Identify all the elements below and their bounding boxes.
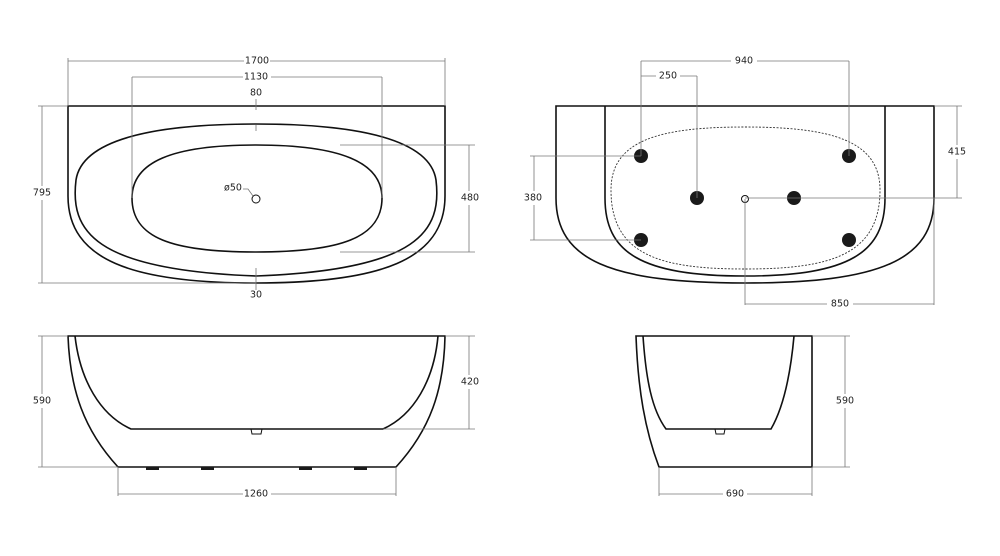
front-view: 590 420 1260 (30, 335, 482, 500)
foot-icon (299, 467, 312, 470)
dim-jet-span: 940 (735, 56, 753, 67)
front-outer-outline (67, 335, 446, 468)
top-view: ø50 1700 1130 80 795 480 30 (30, 55, 482, 301)
dim-jet-spacing: 250 (659, 71, 677, 82)
side-drain-icon (714, 428, 726, 435)
bottom-view: 940 250 415 380 850 (522, 55, 970, 310)
dim-side-height: 590 (836, 396, 854, 407)
dim-basin-length: 1130 (244, 72, 268, 83)
top-basin-outline (131, 144, 383, 253)
drain-icon (251, 194, 261, 204)
dim-front-jet-spacing: 380 (524, 193, 542, 204)
side-inner-outline (642, 335, 795, 430)
jet-icon (842, 233, 856, 247)
dim-inner-depth: 420 (461, 377, 479, 388)
dim-basin-width: 480 (461, 193, 479, 204)
front-drain-icon (250, 428, 263, 435)
dim-drain-to-side: 850 (831, 299, 849, 310)
dim-rim-front: 30 (250, 290, 262, 301)
front-inner-outline (74, 335, 439, 430)
dim-side-base: 690 (726, 489, 744, 500)
dim-overall-depth: 795 (33, 188, 51, 199)
side-view: 590 690 (635, 335, 857, 500)
dim-front-height: 590 (33, 396, 51, 407)
dim-back-to-jets: 415 (948, 147, 966, 158)
dim-base-length: 1260 (244, 489, 268, 500)
dim-rim-back: 80 (250, 88, 262, 99)
foot-icon (354, 467, 367, 470)
foot-icon (201, 467, 214, 470)
foot-icon (146, 467, 159, 470)
drain-diameter-label: ø50 (224, 183, 242, 194)
dim-overall-length: 1700 (245, 56, 269, 67)
side-outer-outline (635, 335, 813, 468)
